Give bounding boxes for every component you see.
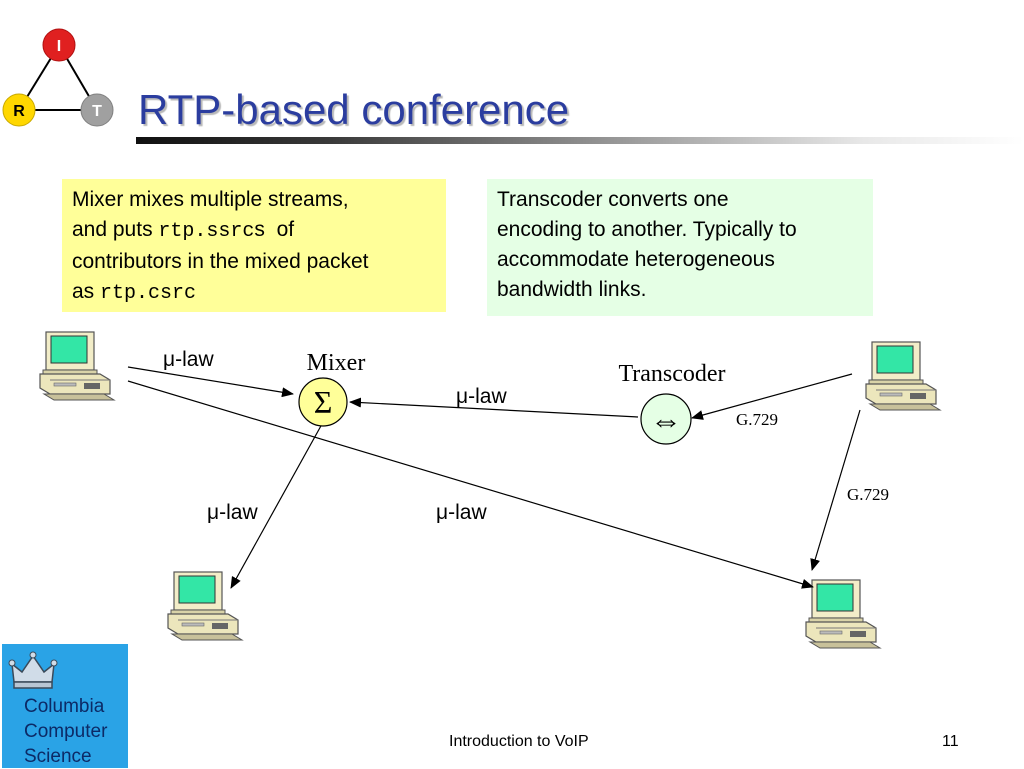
logo-letter-i: I: [57, 38, 61, 55]
irt-logo: I R T: [2, 28, 114, 127]
mixer-desc-line-1: Mixer mixes multiple streams,: [72, 188, 349, 211]
logo-line-science: Science: [24, 746, 92, 767]
mixer-node: [298, 377, 348, 427]
title-underline: [136, 137, 1024, 144]
rtp-ssrc-code: rtp.ssrc: [158, 220, 255, 243]
transcoder-desc-line-4: bandwidth links.: [497, 278, 647, 301]
page-number: 11: [942, 733, 959, 750]
mixer-desc-line-2-post: s of: [254, 218, 295, 241]
sigma-symbol: Σ: [314, 384, 333, 420]
logo-letter-r: R: [13, 103, 25, 120]
footer-course-title: Introduction to VoIP: [449, 733, 589, 750]
link-label-right-down: G.729: [847, 485, 889, 504]
logo-line-columbia: Columbia: [24, 696, 105, 717]
crown-icon: [8, 651, 58, 689]
link-label-right-transcoder: G.729: [736, 410, 778, 429]
computer-icon-top-right: [865, 341, 941, 411]
mixer-desc-line-2-pre: and puts: [72, 218, 159, 241]
transcoder-label: Transcoder: [618, 361, 725, 387]
arrow-mixer-to-bottom-left: [230, 423, 323, 589]
transcoder-desc-line-3: accommodate heterogeneous: [497, 248, 775, 271]
columbia-cs-text: Columbia Computer Science: [24, 694, 107, 769]
mixer-label: Mixer: [307, 350, 366, 376]
logo-letter-t: T: [92, 103, 102, 120]
transcoder-desc-line-1: Transcoder converts one: [497, 188, 729, 211]
arrow-transcoder-to-mixer: [349, 397, 639, 418]
link-label-mixer-bottom: μ-law: [207, 501, 258, 524]
transcoder-node: [640, 393, 692, 445]
slide-title: RTP-based conference: [138, 86, 570, 133]
transcoder-desc-line-2: encoding to another. Typically to: [497, 218, 797, 241]
rtp-csrc-code: rtp.csrc: [100, 282, 197, 305]
mixer-desc-line-4: as rtp.csrc: [72, 277, 436, 309]
link-label-middle: μ-law: [436, 501, 487, 524]
mixer-desc-line-2: and puts rtp.ssrcs of: [72, 215, 436, 247]
link-label-transcoder-mixer: μ-law: [456, 385, 507, 408]
columbia-cs-logo: Columbia Computer Science: [2, 644, 128, 768]
arrow-right-down: [810, 409, 861, 571]
computer-icon-bottom-left: [167, 571, 243, 641]
transcoder-description-box: Transcoder converts one encoding to anot…: [487, 179, 873, 316]
arrow-left-to-bottom-right: [127, 380, 814, 589]
link-label-top-left: μ-law: [163, 348, 214, 371]
arrow-left-to-mixer: [127, 366, 294, 398]
computer-icon-top-left: [39, 331, 115, 401]
mixer-description-box: Mixer mixes multiple streams, and puts r…: [62, 179, 446, 312]
computer-icon-bottom-right: [805, 579, 881, 649]
mixer-desc-line-4-pre: as: [72, 280, 101, 303]
bidirectional-arrow-symbol: ⇔: [650, 402, 682, 438]
mixer-desc-line-3: contributors in the mixed packet: [72, 250, 369, 273]
logo-line-computer: Computer: [24, 721, 108, 742]
arrow-right-to-transcoder: [691, 373, 853, 420]
